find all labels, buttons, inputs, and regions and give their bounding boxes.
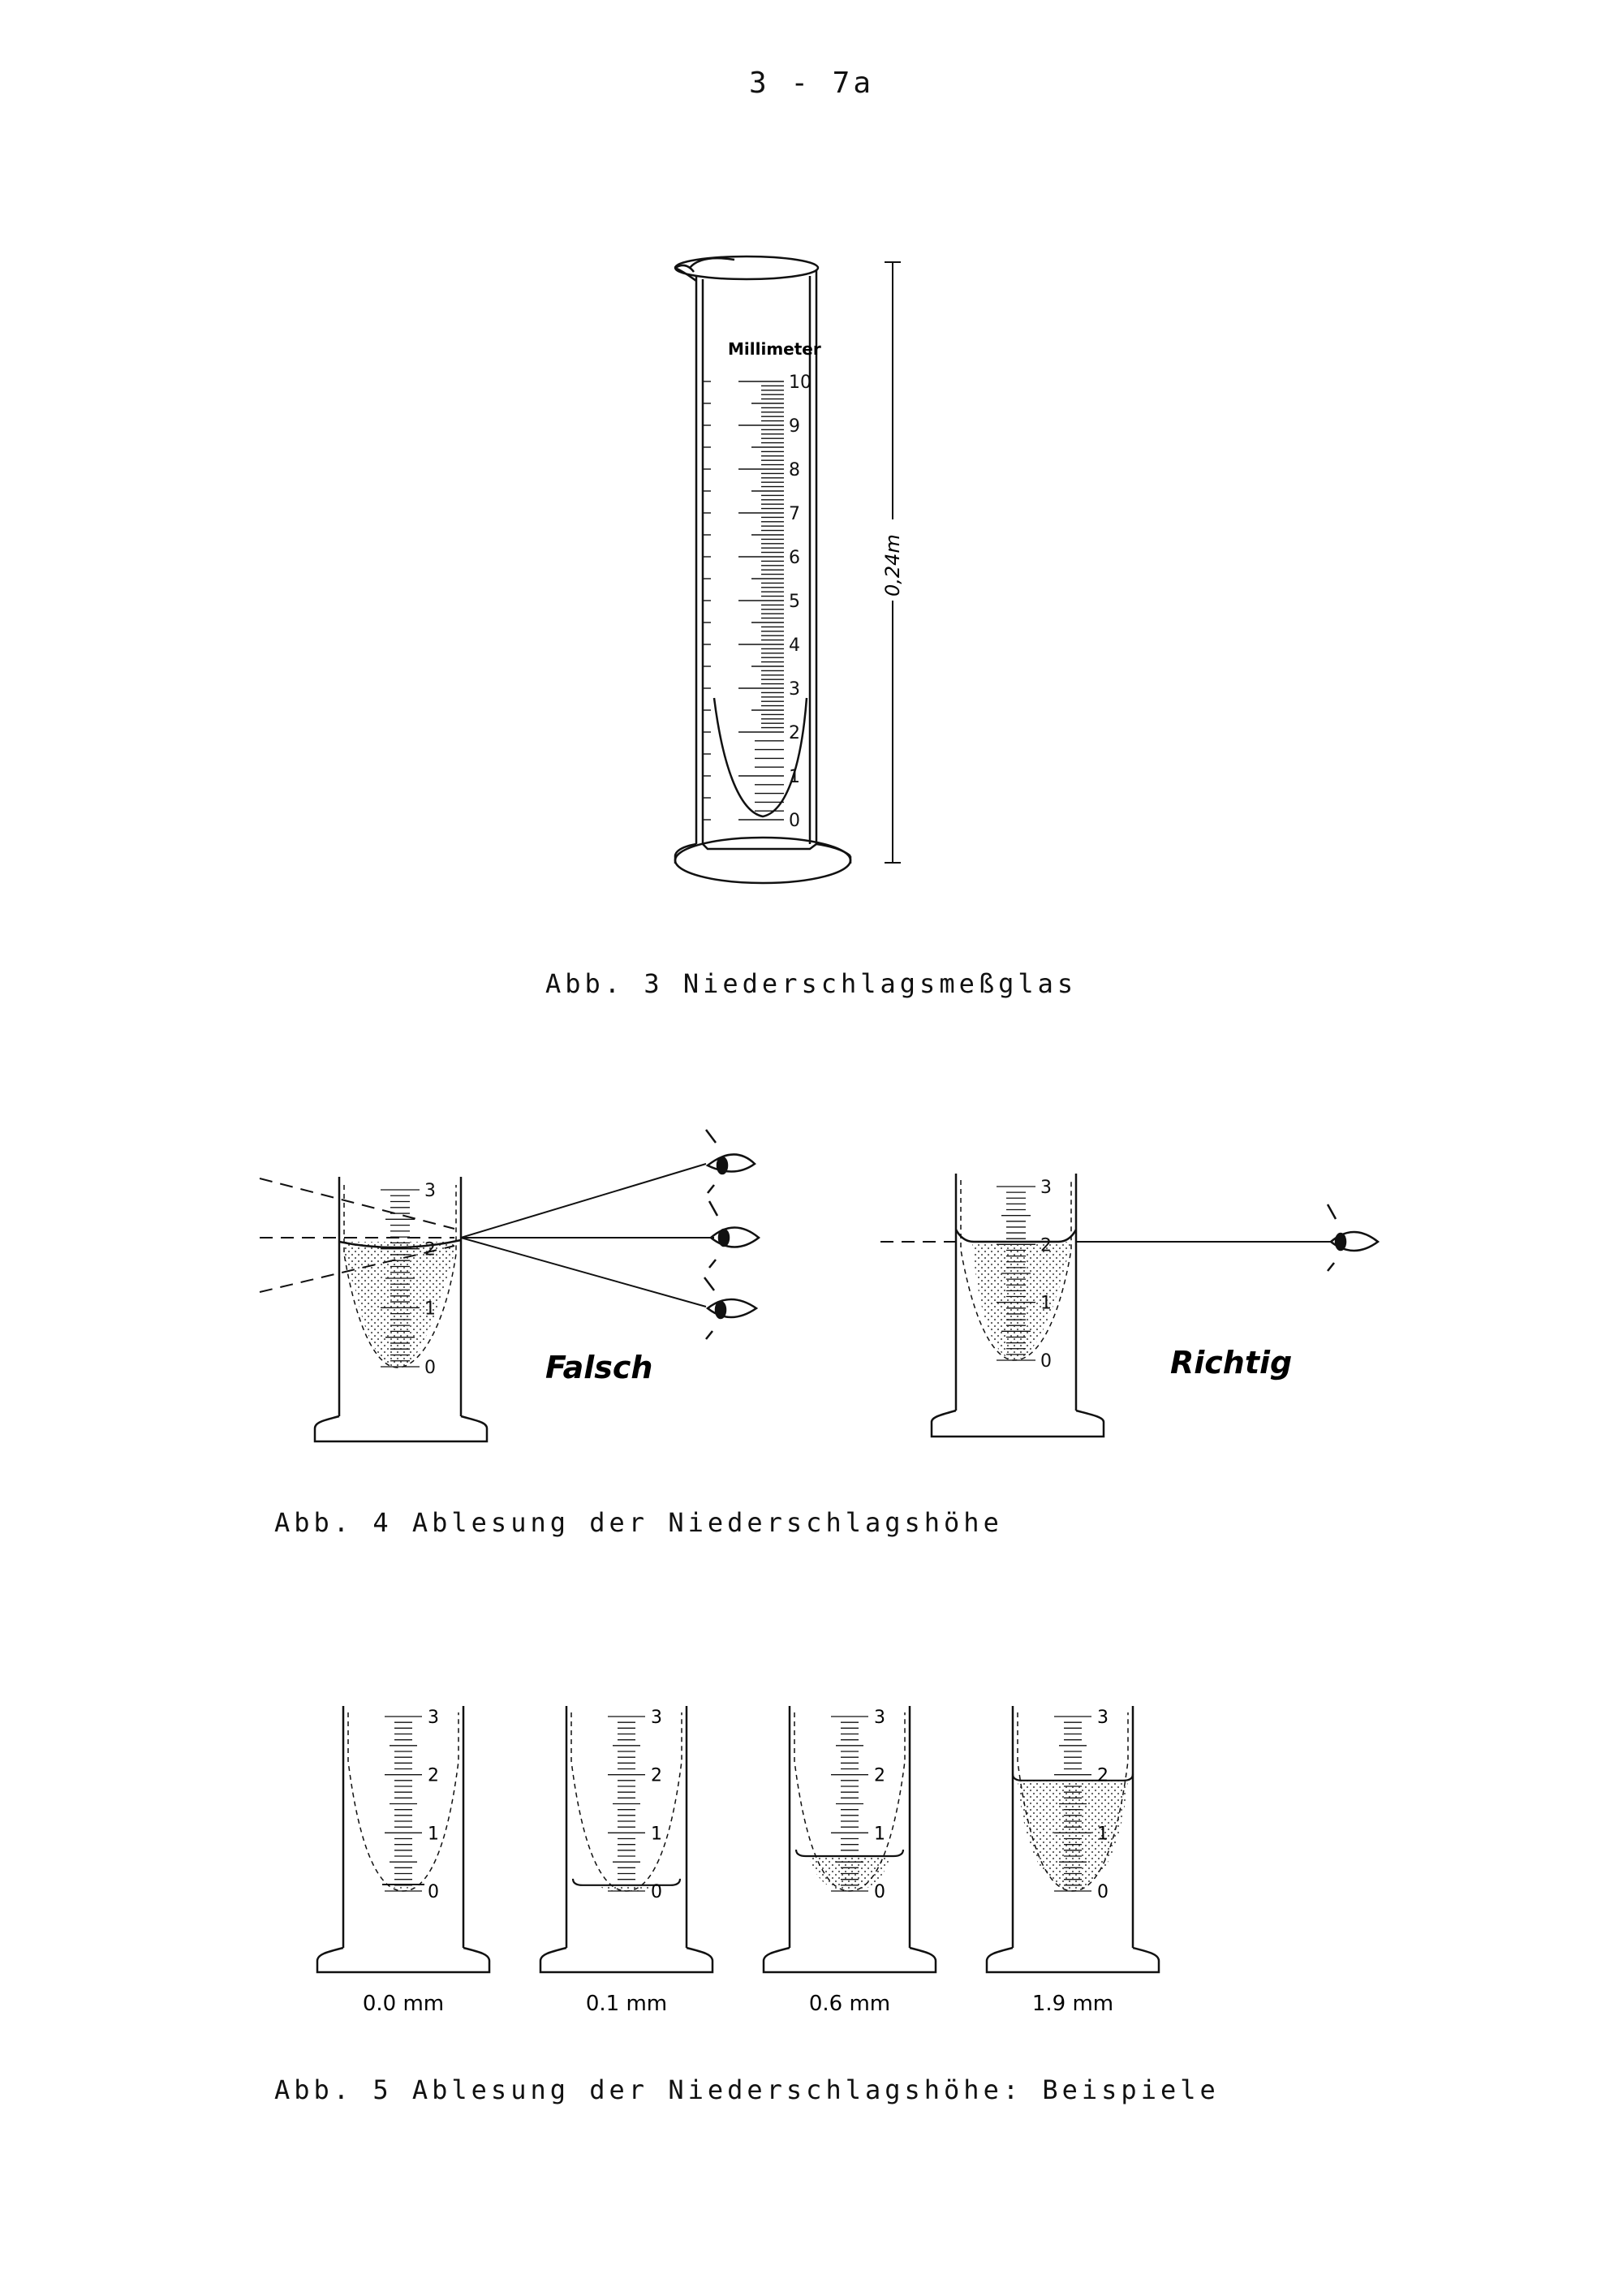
scale-label: 3 (424, 1181, 436, 1201)
scale-label: 0 (428, 1882, 439, 1902)
reading-label: 0.6 mm (809, 1992, 890, 2016)
reading-label: 1.9 mm (1032, 1992, 1113, 2016)
wrong-label: Falsch (545, 1350, 652, 1385)
eye-icon (705, 1129, 756, 1194)
scale-label: 6 (789, 548, 800, 568)
scale-label: 1 (651, 1824, 662, 1844)
scale-label: 4 (789, 635, 800, 656)
glass-wrong: 3 2 1 0 (259, 1129, 761, 1443)
scale-label: 0 (651, 1882, 662, 1902)
scale-label: 2 (789, 723, 800, 743)
scale-label: 7 (789, 504, 800, 524)
scale-label: 0 (789, 811, 800, 831)
eye-icon (704, 1277, 759, 1340)
scale-label: 3 (789, 679, 800, 700)
eye-icon (708, 1200, 761, 1269)
example-glass: 3 2 1 0 0.0 mm (316, 1706, 491, 2016)
figure-4-caption: Abb. 4 Ablesung der Niederschlagshöhe (274, 1507, 1003, 1538)
scale-label: 3 (1040, 1178, 1052, 1198)
example-glass: 3 2 1 0 1.9 mm (985, 1706, 1160, 2016)
reading-label: 0.0 mm (363, 1992, 444, 2016)
figure-5-caption: Abb. 5 Ablesung der Niederschlagshöhe: B… (274, 2074, 1220, 2105)
right-label: Richtig (1170, 1345, 1292, 1381)
scale-label: 1 (1040, 1294, 1052, 1314)
scale-label: 2 (428, 1766, 439, 1786)
scale-label: 0 (424, 1358, 436, 1378)
scale-label: 0 (874, 1882, 885, 1902)
scale-label: 1 (789, 767, 800, 787)
reading-label: 0.1 mm (586, 1992, 667, 2016)
figure-3-caption: Abb. 3 Niederschlagsmeßglas (545, 968, 1078, 999)
scale-label: 2 (1040, 1235, 1052, 1256)
scale-label: 0 (1040, 1351, 1052, 1372)
scale-label: 3 (1097, 1708, 1109, 1728)
scale-label: 8 (789, 460, 800, 480)
scale-label: 2 (1097, 1766, 1109, 1786)
scale-label: 2 (651, 1766, 662, 1786)
scale-label: 1 (428, 1824, 439, 1844)
scale-label: 1 (874, 1824, 885, 1844)
page-number: 3 - 7a (748, 67, 875, 100)
scale-label: 9 (789, 416, 800, 437)
scale-label: 1 (1097, 1824, 1109, 1844)
example-glass: 3 2 1 0 0.1 mm (539, 1706, 714, 2016)
scale-title: Millimeter (728, 339, 821, 359)
scale-label: 3 (874, 1708, 885, 1728)
scale-label: 3 (651, 1708, 662, 1728)
scale-label: 3 (428, 1708, 439, 1728)
eye-icon (1326, 1204, 1380, 1272)
dimension-label: 0,24m (881, 534, 904, 597)
example-glass: 3 2 1 0 0.6 mm (762, 1706, 937, 2016)
scale-label: 2 (874, 1766, 885, 1786)
scale-label: 1 (424, 1299, 436, 1319)
scale-label: 0 (1097, 1882, 1109, 1902)
scale-label: 5 (789, 592, 800, 612)
scale-label: 10 (789, 373, 812, 393)
scale-label: 2 (424, 1240, 436, 1260)
glass-right: 3 2 1 0 Richtig (880, 1174, 1380, 1438)
